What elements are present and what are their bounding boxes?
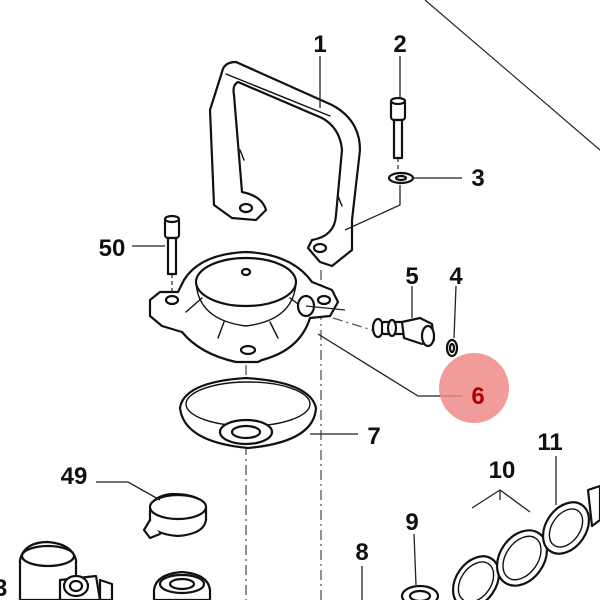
callout-8: 8 (355, 539, 368, 566)
part-10-o-rings (451, 529, 549, 600)
part-5-valve-pin (371, 316, 436, 348)
callout-9: 9 (405, 509, 418, 536)
bottom-center-cup (152, 570, 212, 600)
leader-lines (96, 56, 557, 600)
bottom-left-fitting (18, 540, 114, 600)
callout-6-highlight (439, 353, 509, 423)
part-49-cap (142, 492, 208, 540)
callout-49: 49 (61, 463, 88, 490)
callout-50: 50 (99, 235, 126, 262)
callout-3-partial: 3 (0, 575, 7, 600)
callout-2: 2 (393, 31, 406, 58)
part-2-cap-screw (389, 96, 407, 175)
part-4-o-ring (445, 338, 459, 358)
part-7-diaphragm (178, 376, 318, 450)
callout-11: 11 (537, 429, 562, 456)
callout-4: 4 (449, 263, 463, 290)
part-11-o-ring (541, 501, 591, 555)
part-1-handle-bracket (208, 60, 362, 268)
center-axis-right (332, 317, 373, 331)
part-3-washer (344, 171, 415, 231)
part-9-seal-ring (400, 584, 440, 600)
callout-3: 3 (471, 165, 484, 192)
callout-10: 10 (489, 457, 516, 484)
callout-6: 6 (471, 383, 484, 410)
frame-border-line (424, 0, 600, 151)
right-edge-partial-part (586, 484, 600, 528)
part-50-cap-screw (163, 214, 181, 292)
callout-7: 7 (367, 423, 380, 450)
housing-cover (148, 250, 346, 364)
callout-5: 5 (405, 263, 418, 290)
callout-1: 1 (313, 31, 326, 58)
